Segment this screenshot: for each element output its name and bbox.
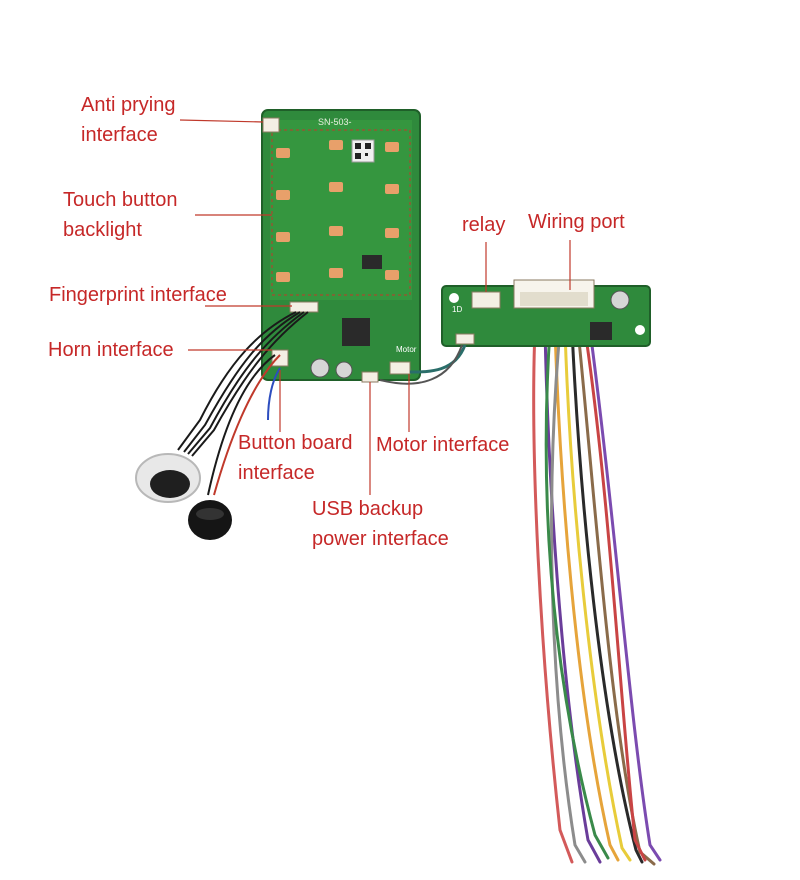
relay-silk: 1D xyxy=(452,305,462,314)
motor-connector xyxy=(389,361,411,375)
wiring-harness-wires xyxy=(532,328,662,866)
fingerprint-sensor xyxy=(135,453,201,503)
motor-silk: Motor xyxy=(396,345,417,354)
wire-red-1 xyxy=(532,328,574,864)
button-board-connector xyxy=(271,349,289,367)
leader-anti-prying xyxy=(179,119,264,123)
wire-green xyxy=(544,328,610,860)
label-touch-backlight: Touch button backlight xyxy=(63,185,178,245)
wire-purple-2 xyxy=(588,328,662,862)
button-board-cable xyxy=(267,367,281,421)
wire-black xyxy=(570,328,644,864)
fingerprint-cable xyxy=(177,311,309,457)
label-button-board-line1: Button board xyxy=(238,432,353,454)
label-wiring-port: Wiring port xyxy=(528,211,625,233)
label-usb-backup: USB backup power interface xyxy=(312,494,449,554)
fingerprint-connector xyxy=(289,301,319,313)
label-usb-backup-line2: power interface xyxy=(312,528,449,550)
label-usb-backup-line1: USB backup xyxy=(312,498,424,520)
leader-lines xyxy=(179,119,571,495)
main-chip xyxy=(342,318,370,346)
capacitor-2 xyxy=(335,361,353,379)
label-touch-backlight-line2: backlight xyxy=(63,219,142,241)
label-horn: Horn interface xyxy=(48,339,174,361)
relay-connector xyxy=(471,291,501,309)
secondary-chip xyxy=(362,255,382,269)
label-anti-prying-line2: interface xyxy=(81,124,158,146)
horn-speaker xyxy=(188,500,232,540)
capacitor-1 xyxy=(310,358,330,378)
label-touch-backlight-line1: Touch button xyxy=(63,189,178,211)
wire-yellow xyxy=(563,328,632,862)
main-pcb: SN-503- Motor xyxy=(261,109,421,383)
horn-cable xyxy=(207,354,276,496)
label-anti-prying: Anti prying interface xyxy=(81,90,176,150)
label-button-board: Button board interface xyxy=(238,428,353,488)
led-grid xyxy=(276,140,399,282)
label-relay: relay xyxy=(462,214,506,236)
anti-prying-connector xyxy=(262,117,280,133)
wire-orange xyxy=(553,328,620,862)
relay-capacitor xyxy=(610,290,630,310)
interconnect-cable xyxy=(409,344,467,374)
main-silkscreen: SN-503- xyxy=(318,117,352,127)
label-motor-interface: Motor interface xyxy=(376,434,510,456)
wire-red-2 xyxy=(583,328,647,862)
usb-connector xyxy=(361,371,379,383)
label-anti-prying-line1: Anti prying xyxy=(81,94,176,116)
backlight-zone xyxy=(271,129,411,296)
relay-chip xyxy=(590,322,612,340)
label-fingerprint: Fingerprint interface xyxy=(49,284,227,306)
relay-board: 1D xyxy=(441,279,651,347)
label-button-board-line2: interface xyxy=(238,462,315,484)
